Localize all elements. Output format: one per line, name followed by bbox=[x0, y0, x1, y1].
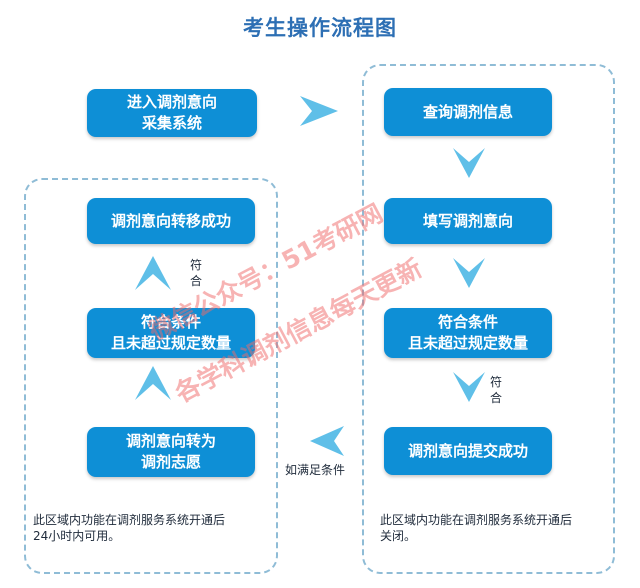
note-right-region: 此区域内功能在调剂服务系统开通后 关闭。 bbox=[380, 513, 573, 543]
step-enter-system: 进入调剂意向 采集系统 bbox=[87, 89, 257, 137]
flowchart-title: 考生操作流程图 bbox=[243, 16, 397, 40]
step-transfer-success: 调剂意向转移成功 bbox=[87, 198, 255, 244]
arrow-down-to-fill bbox=[453, 148, 485, 178]
arrow-right-to-query bbox=[300, 96, 338, 126]
right-dashed-region bbox=[362, 64, 615, 574]
label-left-fit: 符 合 bbox=[189, 258, 202, 288]
label-right-fit: 符 合 bbox=[489, 375, 502, 405]
left-dashed-region bbox=[24, 178, 278, 574]
step-convert-intent: 调剂意向转为 调剂志愿 bbox=[87, 427, 255, 477]
note-left-region: 此区域内功能在调剂服务系统开通后 24小时内可用。 bbox=[33, 513, 226, 543]
step-fill-intent: 填写调剂意向 bbox=[384, 198, 552, 244]
arrow-up-to-transfer bbox=[135, 256, 171, 290]
step-right-check: 符合条件 且未超过规定数量 bbox=[384, 308, 552, 358]
arrow-left-to-convert bbox=[310, 426, 344, 456]
step-query-info: 查询调剂信息 bbox=[384, 88, 552, 136]
label-conditions-met: 如满足条件 bbox=[285, 463, 346, 477]
arrow-up-to-left-check bbox=[135, 366, 171, 400]
arrow-down-to-submit bbox=[453, 372, 485, 402]
step-submit-success: 调剂意向提交成功 bbox=[384, 427, 552, 475]
arrow-down-to-right-check bbox=[453, 258, 485, 288]
step-left-check: 符合条件 且未超过规定数量 bbox=[87, 308, 255, 358]
